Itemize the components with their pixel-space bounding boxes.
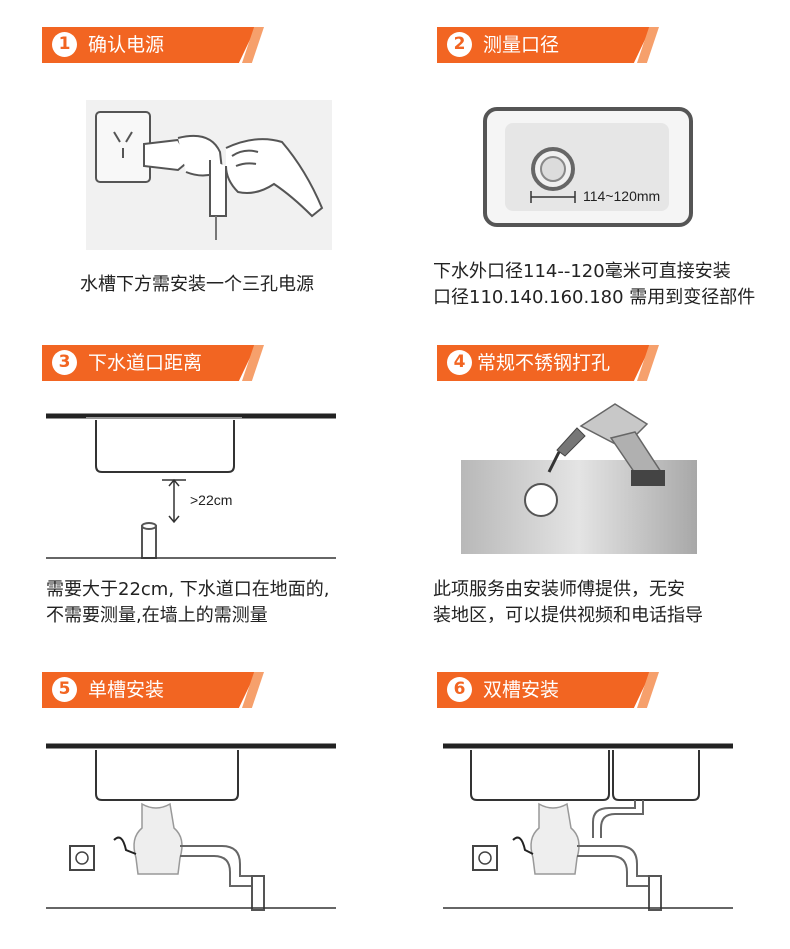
step-2-header: 2 测量口径 — [437, 27, 659, 63]
disposer-icon — [133, 802, 183, 875]
step-6-header-band — [437, 672, 651, 708]
wall-socket-icon — [69, 845, 95, 871]
double-sink-diagram — [443, 743, 733, 911]
step-1-desc-line-1: 水槽下方需安装一个三孔电源 — [80, 274, 314, 295]
step-1-header-band — [42, 27, 256, 63]
step-1-header: 1 确认电源 — [42, 27, 264, 63]
step-5-header: 5 单槽安装 — [42, 672, 264, 708]
step-4-header-band — [437, 345, 651, 381]
step-6-header: 6 双槽安装 — [437, 672, 659, 708]
step-5-header-band — [42, 672, 256, 708]
step-2-desc-line-2: 口径110.140.160.180 需用到变径部件 — [433, 287, 756, 308]
step-1-title: 确认电源 — [88, 34, 165, 56]
step-6: 6 双槽安装 — [395, 650, 790, 949]
step-1: 1 确认电源 水槽下方需安装一个三孔电源 — [0, 0, 395, 320]
step-5: 5 单槽安装 — [0, 650, 395, 949]
step-3: 3 下水道口距离 >22cm 需要大于22cm, 下水道口在地面的, 不需要测量… — [0, 320, 395, 650]
step-2: 2 测量口径 114~120mm 下水外口径114--120毫米可直接安装 口径… — [395, 0, 790, 320]
drain-dimension-label: 114~120mm — [583, 188, 660, 204]
step-3-header-band — [42, 345, 256, 381]
step-6-number: 6 — [447, 677, 472, 702]
step-3-number: 3 — [52, 350, 77, 375]
sink-drain-hole-icon: 114~120mm — [483, 107, 693, 227]
drill-icon — [461, 403, 697, 554]
step-3-desc-line-2: 不需要测量,在墙上的需测量 — [46, 605, 268, 626]
power-outlet-plug-icon — [86, 100, 332, 250]
distance-dimension-label: >22cm — [190, 492, 232, 508]
step-5-title: 单槽安装 — [88, 679, 165, 701]
step-6-title: 双槽安装 — [483, 679, 560, 701]
step-4-desc-line-2: 装地区，可以提供视频和电话指导 — [433, 605, 703, 626]
step-1-number: 1 — [52, 32, 77, 57]
step-2-number: 2 — [447, 32, 472, 57]
step-3-header: 3 下水道口距离 — [42, 345, 264, 381]
step-4: 4 常规不锈钢打孔 此项服务由安装师傅提供，无安 装地区，可以提供视频和电话指导 — [395, 320, 790, 650]
step-4-number: 4 — [447, 350, 472, 375]
step-4-title: 常规不锈钢打孔 — [477, 352, 611, 374]
drain-distance-diagram: >22cm — [46, 413, 336, 559]
step-2-desc-line-1: 下水外口径114--120毫米可直接安装 — [433, 261, 731, 282]
step-2-header-band — [437, 27, 651, 63]
step-5-number: 5 — [52, 677, 77, 702]
step-3-title: 下水道口距离 — [88, 352, 203, 374]
single-sink-diagram — [46, 743, 336, 911]
step-2-title: 测量口径 — [483, 34, 560, 56]
step-3-desc-line-1: 需要大于22cm, 下水道口在地面的, — [46, 579, 330, 600]
step-4-header: 4 常规不锈钢打孔 — [437, 345, 659, 381]
step-4-desc-line-1: 此项服务由安装师傅提供，无安 — [433, 579, 685, 600]
